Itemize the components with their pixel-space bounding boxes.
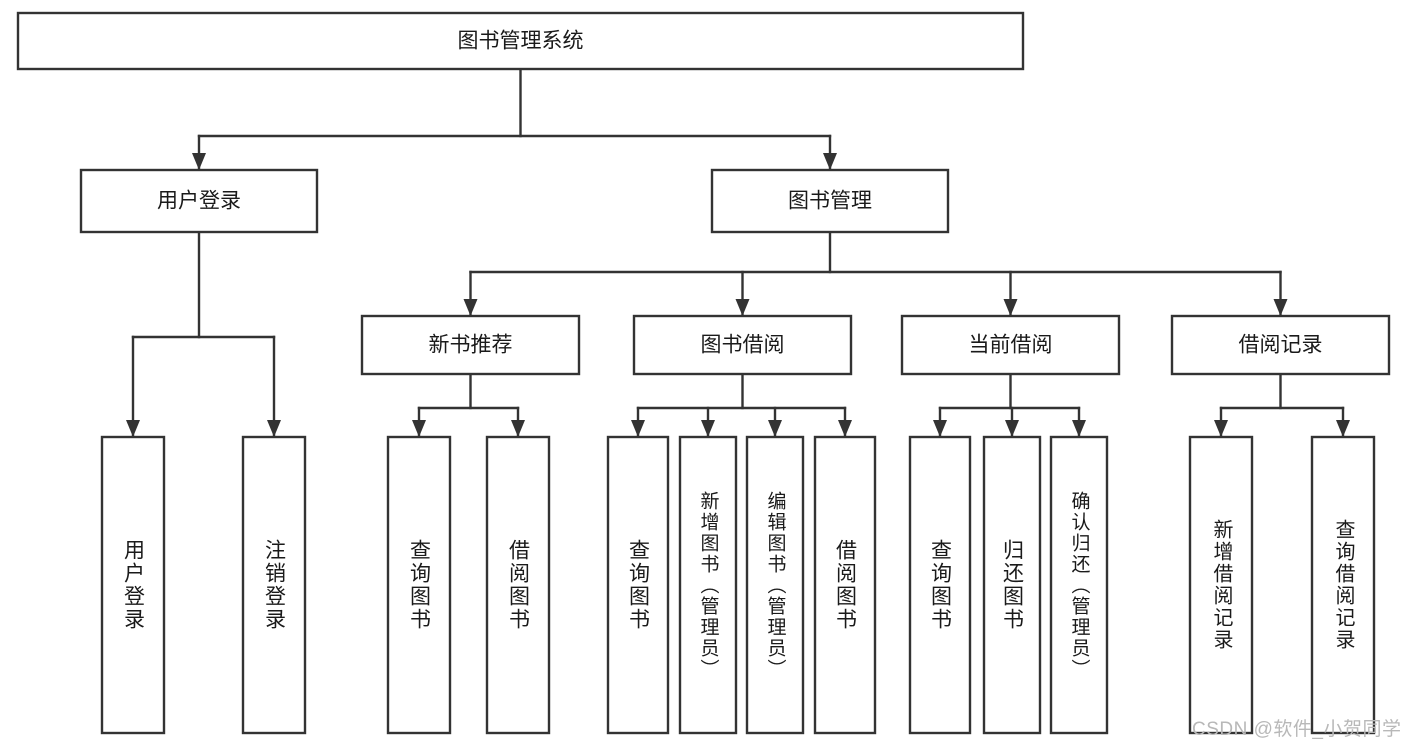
level1-node-图书管理[interactable]: [710, 168, 950, 234]
leaf-node-借阅图书[interactable]: [485, 435, 551, 735]
leaf-node-借阅图书[interactable]: [813, 435, 877, 735]
level2-node-图书借阅[interactable]: [632, 314, 853, 376]
level2-node-借阅记录[interactable]: [1170, 314, 1391, 376]
leaf-node-新增借阅记录[interactable]: [1188, 435, 1254, 735]
root-to-level1-arrow-0: [192, 153, 206, 170]
book-mgmt-to-level2-arrow-1: [735, 299, 750, 316]
leaf-node-查询图书[interactable]: [606, 435, 670, 735]
branch-新书推荐-arrow-1: [511, 420, 525, 437]
level1-node-图书管理-label: 图书管理: [788, 190, 872, 213]
branch-用户登录-arrow-0: [126, 420, 140, 437]
branch-当前借阅-arrow-0: [933, 420, 947, 437]
leaf-node-查询借阅记录[interactable]: [1310, 435, 1376, 735]
leaf-node-查询图书[interactable]: [908, 435, 972, 735]
root-node-图书管理系统-label: 图书管理系统: [458, 30, 584, 53]
branch-借阅记录-arrow-1: [1336, 420, 1350, 437]
node-boxes-layer: [16, 11, 1391, 735]
root-node-图书管理系统[interactable]: [16, 11, 1025, 71]
branch-当前借阅-arrow-1: [1005, 420, 1019, 437]
leaf-node-编辑图书（管理员）[interactable]: [745, 435, 805, 735]
level2-node-新书推荐[interactable]: [360, 314, 581, 376]
book-mgmt-to-level2-arrow-3: [1273, 299, 1288, 316]
branch-图书借阅-arrow-0: [631, 420, 645, 437]
leaf-node-新增图书（管理员）[interactable]: [678, 435, 738, 735]
leaf-node-归还图书[interactable]: [982, 435, 1042, 735]
level2-node-新书推荐-label: 新书推荐: [429, 334, 513, 357]
branch-借阅记录-arrow-0: [1214, 420, 1228, 437]
leaf-node-注销登录[interactable]: [241, 435, 307, 735]
leaf-node-确认归还（管理员）[interactable]: [1049, 435, 1109, 735]
branch-用户登录-arrow-1: [267, 420, 281, 437]
book-mgmt-to-level2-arrow-2: [1003, 299, 1018, 316]
level1-node-用户登录[interactable]: [79, 168, 319, 234]
branch-当前借阅-arrow-2: [1072, 420, 1086, 437]
level2-node-借阅记录-label: 借阅记录: [1239, 334, 1323, 357]
book-mgmt-to-level2-arrow-0: [463, 299, 478, 316]
csdn-watermark: CSDN @软件_小贺同学: [1192, 719, 1402, 740]
root-to-level1-arrow-1: [823, 153, 837, 170]
leaf-node-查询图书[interactable]: [386, 435, 452, 735]
branch-图书借阅-arrow-1: [701, 420, 715, 437]
branch-新书推荐-arrow-0: [412, 420, 426, 437]
branch-图书借阅-arrow-3: [838, 420, 852, 437]
connectors-layer: [126, 67, 1350, 439]
branch-图书借阅-arrow-2: [768, 420, 782, 437]
level2-node-图书借阅-label: 图书借阅: [701, 334, 785, 357]
level1-node-用户登录-label: 用户登录: [157, 190, 241, 213]
level2-node-当前借阅-label: 当前借阅: [969, 334, 1053, 357]
level2-node-当前借阅[interactable]: [900, 314, 1121, 376]
leaf-node-用户登录[interactable]: [100, 435, 166, 735]
